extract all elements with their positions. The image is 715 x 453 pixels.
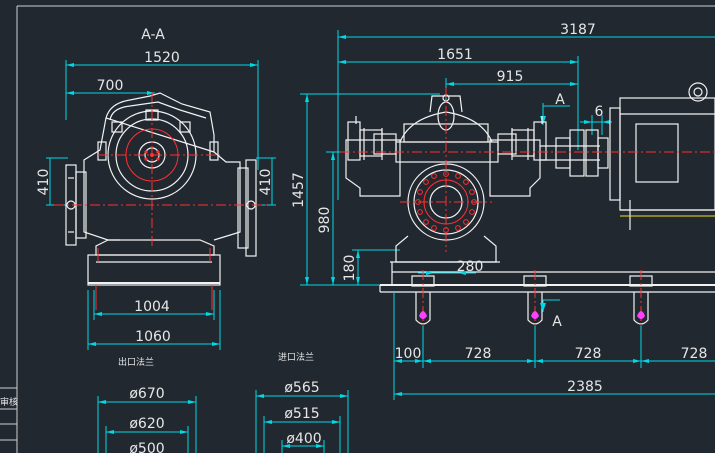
dim-base-inner: 1004 (134, 299, 170, 315)
inlet-dia-bore: ø400 (286, 431, 321, 447)
outlet-flange-detail: 出口法兰 ø670 ø620 ø500 (97, 356, 197, 453)
dim-center-height: 980 (317, 207, 333, 234)
drawing-frame: 审核 (0, 5, 715, 453)
dim-foot-spacing: 280 (457, 259, 484, 275)
foundation-bolts (411, 270, 653, 326)
dim-edge-offset: 100 (395, 346, 422, 362)
dim-half-width: 700 (97, 78, 124, 94)
dim-base-height: 180 (342, 255, 358, 282)
dim-flange-height-right: 410 (258, 169, 274, 196)
dim-total-height: 1457 (291, 172, 307, 208)
outlet-dia-bolt: ø620 (129, 416, 164, 432)
dim-coupling-gap: 6 (595, 104, 604, 120)
side-view: A-A 1520 700 410 410 (36, 27, 276, 350)
dim-base-outer: 1060 (135, 329, 171, 345)
title-block-cell: 审核 (0, 396, 18, 408)
dim-shaft-length: 915 (497, 69, 524, 85)
section-label: A-A (141, 27, 165, 43)
dim-bolt-pitch-1: 728 (465, 346, 492, 362)
front-view: 3187 1651 915 A 6 1457 (291, 22, 715, 400)
inlet-dia-outer: ø565 (284, 380, 319, 396)
section-mark-top: A (555, 92, 565, 108)
dim-overall-width: 1520 (144, 50, 180, 66)
dim-base-length: 2385 (567, 379, 603, 395)
section-mark-bottom: A (552, 314, 562, 330)
outlet-flange-title: 出口法兰 (118, 356, 154, 368)
outlet-dia-outer: ø670 (129, 386, 164, 402)
dim-total-length: 3187 (560, 22, 596, 38)
inlet-flange-title: 进口法兰 (278, 351, 314, 363)
dim-bolt-pitch-3: 728 (681, 346, 708, 362)
dim-pump-length: 1651 (437, 47, 473, 63)
inlet-dia-bolt: ø515 (284, 406, 319, 422)
dim-flange-height-left: 410 (36, 169, 52, 196)
inlet-flange-detail: 进口法兰 ø565 ø515 ø400 (255, 351, 349, 453)
outlet-dia-bore: ø500 (129, 441, 164, 453)
dim-bolt-pitch-2: 728 (575, 346, 602, 362)
